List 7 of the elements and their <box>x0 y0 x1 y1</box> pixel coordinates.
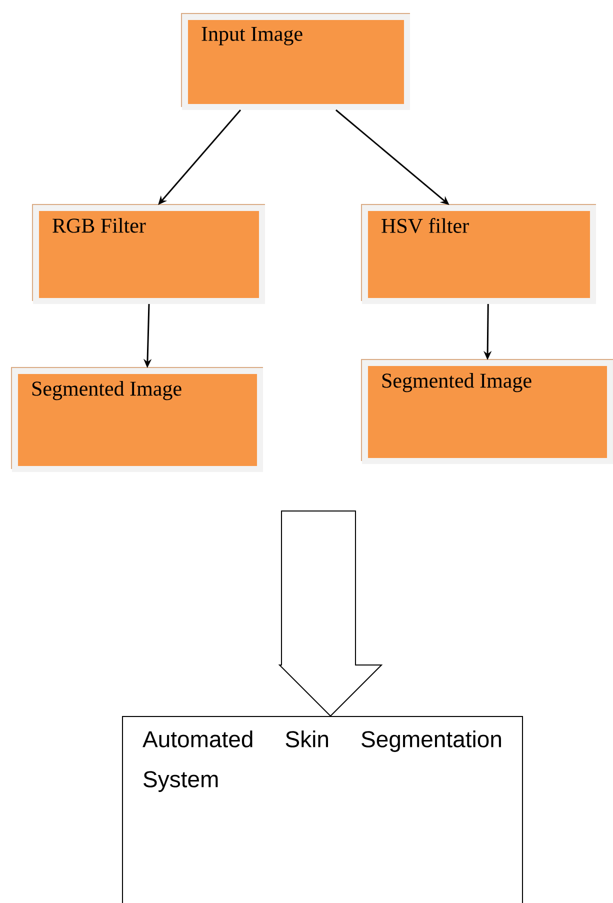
process-box: RGB Filter <box>32 204 265 304</box>
process-box: Segmented Image <box>11 367 263 472</box>
process-box: Input Image <box>181 13 410 110</box>
process-box: Segmented Image <box>361 359 613 464</box>
block-arrow <box>278 510 383 717</box>
process-box: HSV filter <box>361 204 596 304</box>
system-box: Automated Skin Segmentation System <box>122 716 523 903</box>
